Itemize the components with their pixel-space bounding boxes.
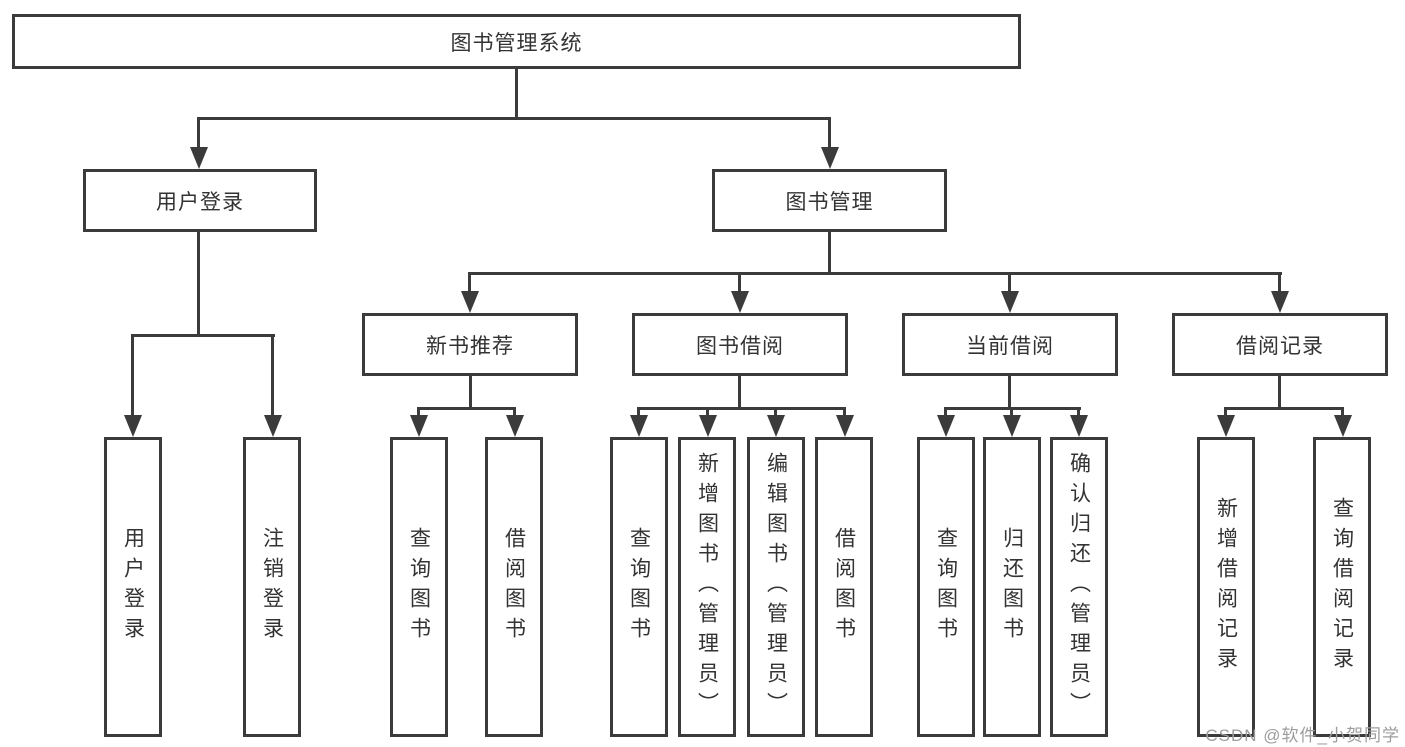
arrowhead-current-borrow: [1001, 291, 1019, 313]
leaf-nb-query-books: 查询图书: [390, 437, 448, 737]
node-user-login: 用户登录: [83, 169, 317, 232]
node-book-management-label: 图书管理: [785, 190, 874, 214]
connector-drop-current-borrow: [1008, 272, 1011, 293]
connector-level1-bar: [197, 117, 831, 120]
connector-drop-nb-borrow: [513, 407, 516, 417]
leaf-bb-borrow-books-label: 借阅图书: [832, 527, 856, 647]
connector-drop-user-login: [197, 117, 200, 148]
connector-book-management-stem: [828, 232, 831, 275]
connector-drop-book-borrow: [738, 272, 741, 293]
node-user-login-label: 用户登录: [156, 190, 244, 214]
connector-drop-cb-query: [944, 407, 947, 417]
node-current-borrow: 当前借阅: [902, 313, 1118, 376]
connector-level3-bar: [468, 272, 1282, 275]
arrowhead-br-query: [1334, 415, 1352, 437]
connector-drop-bb-borrow: [843, 407, 846, 417]
node-library-system-label: 图书管理系统: [450, 31, 583, 55]
connector-drop-borrow-records: [1278, 272, 1281, 293]
leaf-nb-query-books-label: 查询图书: [407, 527, 431, 647]
connector-user-login-stem: [197, 232, 200, 337]
leaf-bb-edit-books-admin: 编辑图书（管理员）: [747, 437, 805, 737]
connector-drop-bb-edit: [774, 407, 777, 417]
node-book-borrow-label: 图书借阅: [696, 334, 784, 358]
connector-drop-cb-confirm: [1077, 407, 1080, 417]
leaf-logout: 注销登录: [243, 437, 301, 737]
connector-drop-leaf-login: [131, 334, 134, 416]
leaf-cb-return-books-label: 归还图书: [1000, 527, 1024, 647]
arrowhead-book-borrow: [731, 291, 749, 313]
connector-book-borrow-stem: [738, 376, 741, 410]
connector-drop-cb-return: [1010, 407, 1013, 417]
node-book-management: 图书管理: [712, 169, 947, 232]
node-new-book-recommend-label: 新书推荐: [426, 334, 514, 358]
arrowhead-bb-borrow: [836, 415, 854, 437]
leaf-bb-add-books-admin: 新增图书（管理员）: [678, 437, 736, 737]
arrowhead-leaf-login: [124, 415, 142, 437]
leaf-bb-query-books-label: 查询图书: [627, 527, 651, 647]
connector-borrow-records-bar: [1224, 407, 1344, 410]
connector-new-book-bar: [417, 407, 516, 410]
leaf-cb-query-books-label: 查询图书: [934, 527, 958, 647]
connector-drop-bb-query: [637, 407, 640, 417]
arrowhead-leaf-logout: [264, 415, 282, 437]
connector-drop-nb-query: [417, 407, 420, 417]
arrowhead-bb-edit: [767, 415, 785, 437]
node-library-system: 图书管理系统: [12, 14, 1021, 69]
node-borrow-records-label: 借阅记录: [1236, 334, 1324, 358]
leaf-br-add-record-label: 新增借阅记录: [1214, 497, 1238, 677]
leaf-bb-borrow-books: 借阅图书: [815, 437, 873, 737]
node-book-borrow: 图书借阅: [632, 313, 848, 376]
connector-book-borrow-bar: [637, 407, 846, 410]
arrowhead-new-book: [461, 291, 479, 313]
leaf-cb-query-books: 查询图书: [917, 437, 975, 737]
connector-borrow-records-stem: [1278, 376, 1281, 410]
arrowhead-cb-confirm: [1070, 415, 1088, 437]
arrowhead-nb-borrow: [506, 415, 524, 437]
leaf-cb-confirm-return-admin-label: 确认归还（管理员）: [1067, 452, 1091, 722]
node-current-borrow-label: 当前借阅: [966, 334, 1054, 358]
leaf-cb-return-books: 归还图书: [983, 437, 1041, 737]
leaf-bb-add-books-admin-label: 新增图书（管理员）: [695, 452, 719, 722]
arrowhead-cb-return: [1003, 415, 1021, 437]
leaf-user-login-label: 用户登录: [121, 527, 145, 647]
leaf-bb-query-books: 查询图书: [610, 437, 668, 737]
arrowhead-bb-add: [699, 415, 717, 437]
arrowhead-user-login: [190, 147, 208, 169]
arrowhead-cb-query: [937, 415, 955, 437]
leaf-bb-edit-books-admin-label: 编辑图书（管理员）: [764, 452, 788, 722]
leaf-nb-borrow-books: 借阅图书: [485, 437, 543, 737]
csdn-watermark: CSDN @软件_小贺同学: [1205, 726, 1400, 745]
connector-root-stem: [515, 69, 518, 118]
connector-drop-book-management: [828, 117, 831, 148]
node-new-book-recommend: 新书推荐: [362, 313, 578, 376]
leaf-logout-label: 注销登录: [260, 527, 284, 647]
arrowhead-nb-query: [410, 415, 428, 437]
arrowhead-bb-query: [630, 415, 648, 437]
connector-user-login-bar: [131, 334, 275, 337]
leaf-user-login: 用户登录: [104, 437, 162, 737]
leaf-br-query-record-label: 查询借阅记录: [1330, 497, 1354, 677]
arrowhead-book-management: [821, 147, 839, 169]
connector-drop-bb-add: [706, 407, 709, 417]
connector-current-borrow-stem: [1008, 376, 1011, 410]
leaf-cb-confirm-return-admin: 确认归还（管理员）: [1050, 437, 1108, 737]
leaf-br-query-record: 查询借阅记录: [1313, 437, 1371, 737]
connector-drop-new-book: [468, 272, 471, 293]
connector-drop-br-add: [1224, 407, 1227, 417]
connector-new-book-stem: [469, 376, 472, 410]
node-borrow-records: 借阅记录: [1172, 313, 1388, 376]
connector-drop-leaf-logout: [271, 334, 274, 416]
connector-drop-br-query: [1341, 407, 1344, 417]
arrowhead-br-add: [1217, 415, 1235, 437]
arrowhead-borrow-records: [1271, 291, 1289, 313]
leaf-br-add-record: 新增借阅记录: [1197, 437, 1255, 737]
leaf-nb-borrow-books-label: 借阅图书: [502, 527, 526, 647]
